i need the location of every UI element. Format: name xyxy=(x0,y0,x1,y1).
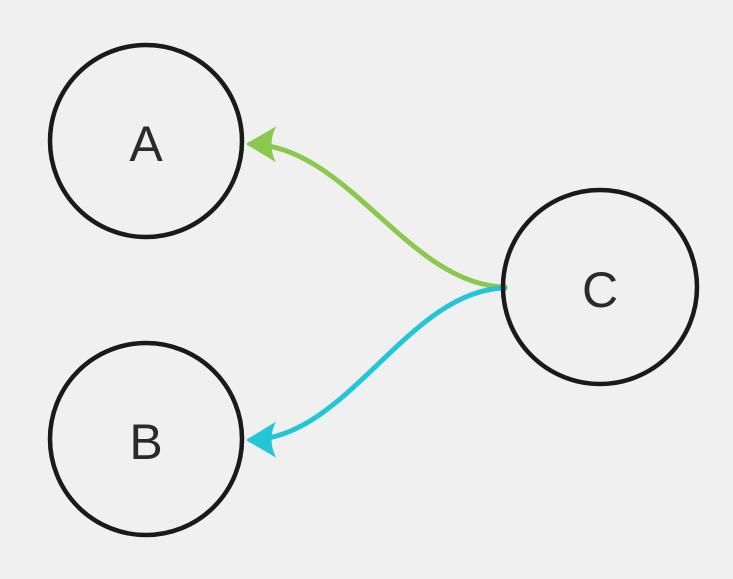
edge-c-to-b xyxy=(246,285,508,458)
node-a-circle xyxy=(47,42,245,240)
node-c: C xyxy=(500,187,700,387)
node-a: A xyxy=(47,42,245,240)
node-b-label: B xyxy=(129,414,162,470)
node-a-label: A xyxy=(129,116,163,172)
node-c-circle xyxy=(500,187,700,387)
node-b: B xyxy=(47,340,245,538)
node-b-circle xyxy=(47,340,245,538)
node-c-label: C xyxy=(582,262,618,318)
edge-c-to-a xyxy=(246,126,508,290)
